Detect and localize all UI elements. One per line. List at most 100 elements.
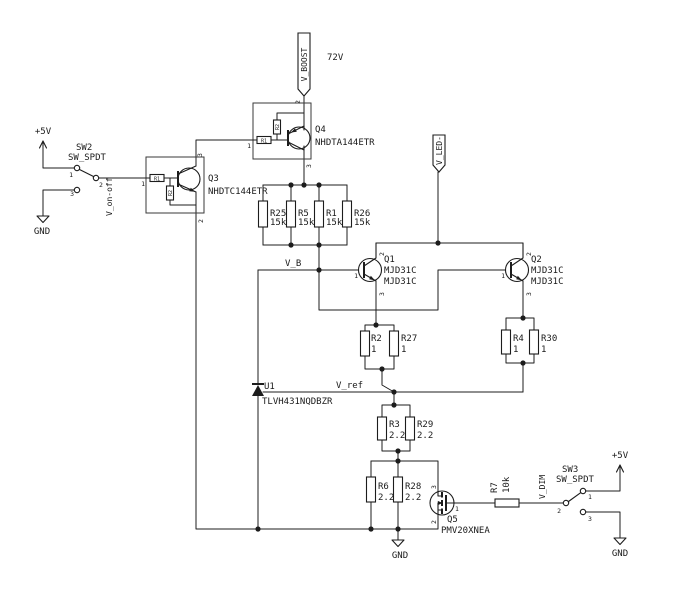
net-label-v-b: V_B <box>285 259 301 269</box>
net-r4r30 <box>505 317 535 393</box>
flag-v-led[interactable]: V_LED- <box>432 134 446 173</box>
transistor-q2[interactable]: Q2 MJD31C MJD31C 1 2 3 <box>501 242 564 296</box>
junction-dot <box>301 182 307 188</box>
junction-dot <box>395 458 401 464</box>
resistor-r29[interactable]: R29 2.2 <box>404 416 434 441</box>
pin-number: 2 <box>378 252 386 256</box>
ref: Q5 <box>447 515 458 525</box>
junction-dot <box>435 240 441 246</box>
resistor-r30[interactable]: R30 1 <box>528 329 558 355</box>
net-label-v-dim: V_DIM <box>538 475 547 499</box>
value: SW_SPDT <box>556 475 595 485</box>
pin-number: 1 <box>247 142 251 150</box>
ref: R29 <box>417 420 433 430</box>
junction-dot <box>379 366 385 372</box>
power-5v-left[interactable]: +5V <box>35 127 52 149</box>
wire-layer <box>42 95 621 541</box>
nmos-arrow-icon <box>437 500 443 506</box>
resistor-r26[interactable]: R26 15k <box>341 200 371 228</box>
internal-label: R1 <box>261 139 267 145</box>
junction-dot <box>255 526 261 532</box>
pin-number: 3 <box>70 190 74 198</box>
value: 10k <box>502 476 512 493</box>
junction-dot <box>520 360 526 366</box>
transistor-q4[interactable]: R1 R2 Q4 NHDTA144ETR 1 2 3 <box>247 100 375 168</box>
resistor-r27[interactable]: R27 1 <box>388 330 418 357</box>
resistor-r2[interactable]: R2 1 <box>359 330 382 357</box>
switch-pin2-contact <box>562 499 570 507</box>
resistor-r25[interactable]: R25 15k <box>257 200 287 228</box>
ref: R28 <box>405 482 421 492</box>
switch-sw3[interactable]: SW3 SW_SPDT 1 2 3 <box>556 465 595 523</box>
resistor-r7[interactable]: R7 10k <box>490 476 520 508</box>
junction-dot <box>316 182 322 188</box>
pin-number: 3 <box>588 515 592 523</box>
pin-number: 1 <box>69 171 73 179</box>
flag-label: V_LED- <box>435 136 444 165</box>
resistor-r4[interactable]: R4 1 <box>500 329 524 355</box>
resistor-r28[interactable]: R28 2.2 <box>392 476 422 503</box>
value: NHDTA144ETR <box>315 138 375 148</box>
internal-resistor-r1 <box>149 173 165 183</box>
junction-dot <box>316 242 322 248</box>
ref: R4 <box>513 334 524 344</box>
junction-dot <box>391 389 397 395</box>
power-arrow-icon <box>615 464 625 473</box>
component-outline <box>145 156 205 214</box>
internal-resistor-r2 <box>272 119 282 135</box>
transistor-q3[interactable]: R1 R2 Q3 NHDTC144ETR 1 3 2 <box>141 153 268 223</box>
gnd-icon <box>36 215 50 224</box>
value: SW_SPDT <box>68 153 107 163</box>
resistor-r1[interactable]: R1 15k <box>313 200 343 228</box>
ref: Q3 <box>208 174 219 184</box>
value: 1 <box>541 345 546 355</box>
internal-resistor-r2 <box>165 185 175 201</box>
component-outline <box>252 102 312 160</box>
net-5v-to-sw2 <box>42 142 75 169</box>
flag-v-boost[interactable]: V_BOOST <box>297 32 311 97</box>
gnd-icon <box>613 537 627 546</box>
power-label: GND <box>612 549 628 559</box>
gnd-icon <box>391 539 405 548</box>
regulator-u1[interactable]: U1 TLVH431NQDBZR <box>252 382 333 407</box>
resistor-r3[interactable]: R3 2.2 <box>376 416 406 441</box>
value: 1 <box>513 345 518 355</box>
resistor-body <box>257 200 269 228</box>
power-label: GND <box>34 227 50 237</box>
pin-number: 2 <box>525 252 533 256</box>
resistor-body <box>404 416 416 441</box>
mosfet-q5[interactable]: Q5 PMV20XNEA 1 3 2 <box>429 485 490 536</box>
resistor-body <box>285 200 297 228</box>
value2: MJD31C <box>531 277 564 287</box>
resistor-r5[interactable]: R5 15k <box>285 200 315 228</box>
junction-dot <box>316 267 322 273</box>
resistor-body <box>528 329 540 355</box>
power-gnd-bottom[interactable]: GND <box>391 539 408 561</box>
power-gnd-right[interactable]: GND <box>612 537 628 559</box>
value: MJD31C <box>531 266 564 276</box>
switch-sw2[interactable]: SW2 SW_SPDT 1 2 3 <box>68 143 107 198</box>
power-gnd-left[interactable]: GND <box>34 215 50 237</box>
pin-number: 1 <box>141 180 145 188</box>
transistor-q1[interactable]: Q1 MJD31C MJD31C 1 2 3 <box>354 242 417 296</box>
power-5v-right[interactable]: +5V <box>612 451 629 473</box>
junction-dot <box>368 526 374 532</box>
resistor-r6[interactable]: R6 2.2 <box>365 476 395 503</box>
value: 2.2 <box>378 493 394 503</box>
resistor-body <box>313 200 325 228</box>
power-arrow-icon <box>38 140 48 149</box>
annotation-72v: 72V <box>327 53 344 63</box>
ref: R30 <box>541 334 557 344</box>
value: PMV20XNEA <box>441 526 490 536</box>
pin-number: 3 <box>305 164 313 168</box>
flag-label: V_BOOST <box>300 47 309 81</box>
pin-number: 3 <box>378 292 386 296</box>
net-sw3-to-5v <box>585 465 621 492</box>
pin-number: 3 <box>525 292 533 296</box>
net-label-v-ref: V_ref <box>336 381 363 391</box>
value: 15k <box>298 218 315 228</box>
value: 2.2 <box>405 493 421 503</box>
ref: Q1 <box>384 255 395 265</box>
resistor-body <box>376 416 388 441</box>
